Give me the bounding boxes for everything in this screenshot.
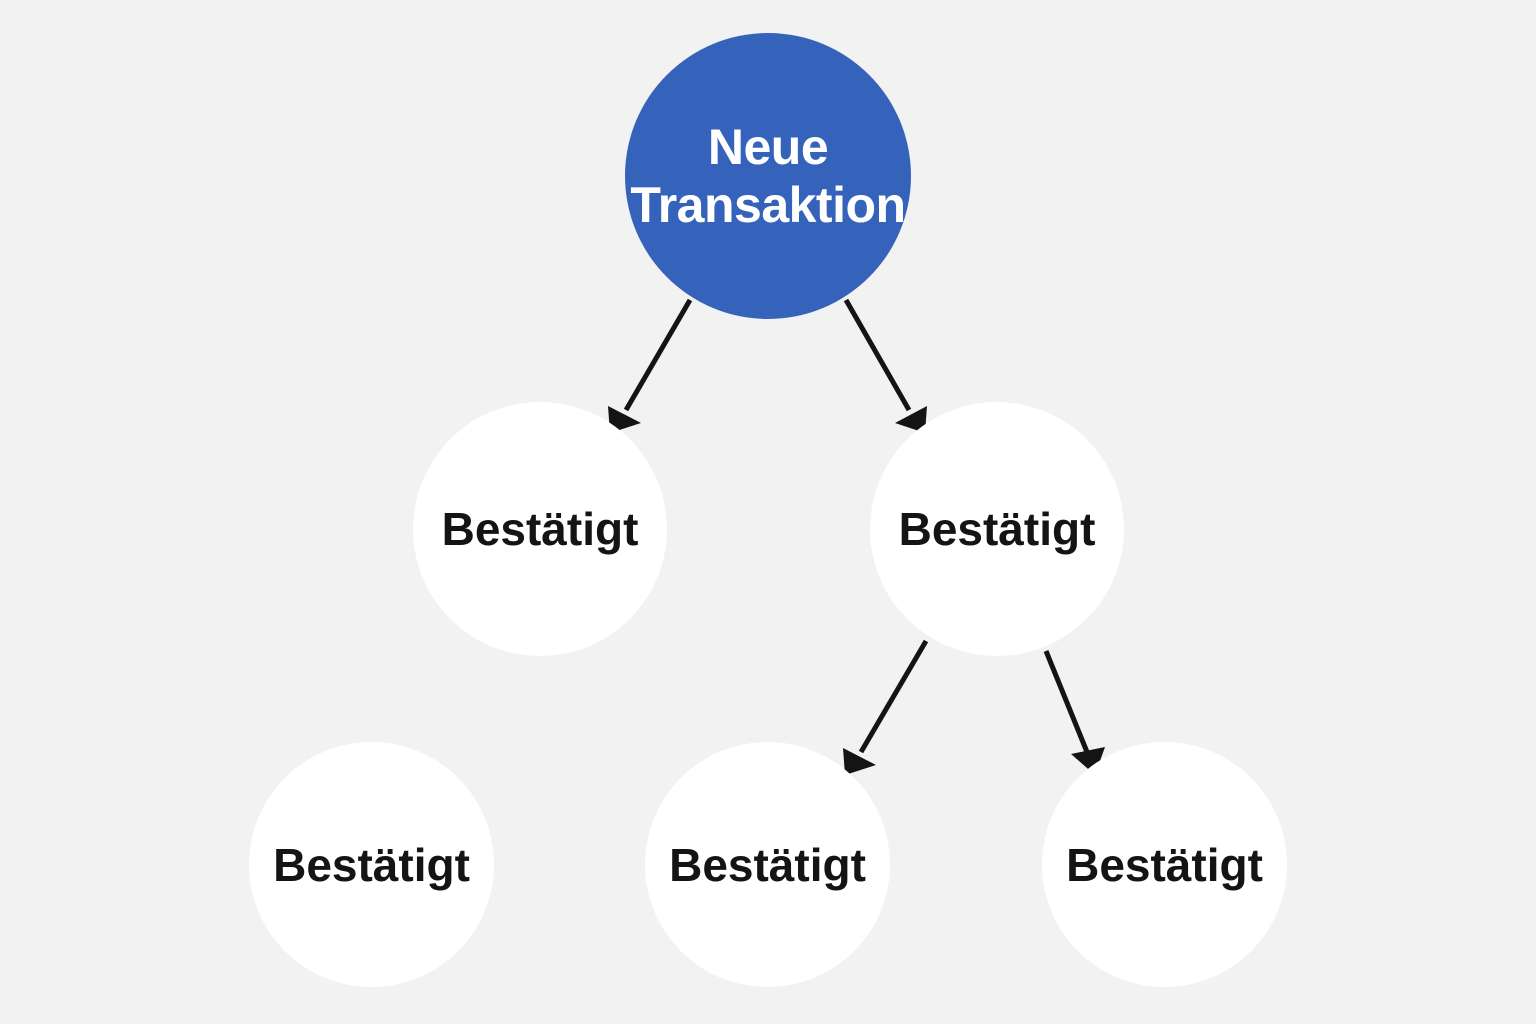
- arrow-node-2-to-node-4: [858, 639, 929, 754]
- node-confirmed-1: Bestätigt: [413, 402, 667, 656]
- node-root-new-transaction: Neue Transaktion: [625, 33, 911, 319]
- node-confirmed-label: Bestätigt: [441, 503, 639, 555]
- arrowhead-root-to-node-1: [608, 406, 641, 433]
- node-confirmed-3: Bestätigt: [249, 742, 494, 987]
- node-confirmed-2: Bestätigt: [870, 402, 1124, 656]
- arrowhead-node-2-to-node-4: [843, 748, 876, 775]
- node-confirmed-label: Bestätigt: [1066, 838, 1263, 891]
- node-confirmed-label: Bestätigt: [669, 838, 866, 891]
- node-confirmed-label: Bestätigt: [273, 838, 470, 891]
- node-confirmed-4: Bestätigt: [645, 742, 890, 987]
- node-confirmed-label: Bestätigt: [898, 503, 1096, 555]
- node-root-label: Neue Transaktion: [630, 119, 906, 233]
- arrow-node-2-to-node-5: [1043, 650, 1090, 753]
- arrow-root-to-node-1: [623, 298, 693, 412]
- node-confirmed-5: Bestätigt: [1042, 742, 1287, 987]
- arrowhead-root-to-node-2: [895, 406, 927, 433]
- arrow-root-to-node-2: [843, 298, 912, 412]
